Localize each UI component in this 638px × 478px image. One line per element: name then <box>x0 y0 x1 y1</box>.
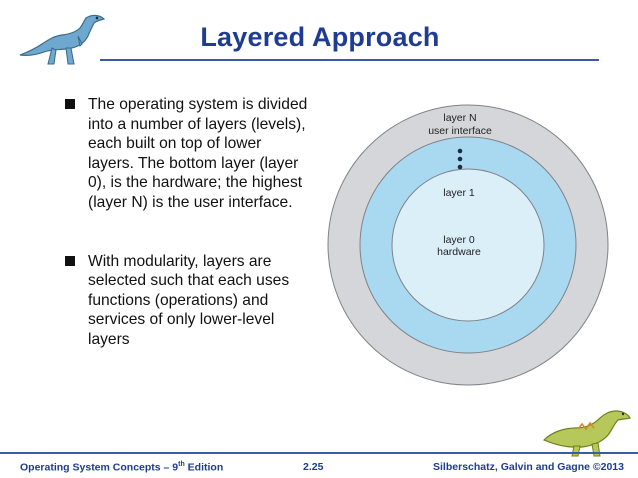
bullet-item: The operating system is divided into a n… <box>60 95 310 213</box>
bullet-text: The operating system is divided into a n… <box>88 96 308 211</box>
title-divider <box>100 59 599 61</box>
dinosaur-logo-top <box>19 14 106 65</box>
footer-book-title: Operating System Concepts – 9th Edition <box>20 461 223 474</box>
ellipsis-dots-icon <box>457 148 463 170</box>
layer-diagram: layer N user interface layer 1 layer 0 h… <box>327 104 609 386</box>
footer-copyright: Silberschatz, Galvin and Gagne ©2013 <box>433 461 624 473</box>
user-interface-label: user interface <box>428 125 492 137</box>
square-bullet-icon <box>65 99 75 109</box>
bullet-item: With modularity, layers are selected suc… <box>60 252 310 350</box>
footer-book-superscript: th <box>178 461 185 468</box>
slide-title: Layered Approach <box>200 22 440 52</box>
layer-0-label: layer 0 <box>443 234 475 246</box>
bullet-text: With modularity, layers are selected suc… <box>88 252 290 348</box>
layer-1-label: layer 1 <box>443 187 475 199</box>
hardware-label: hardware <box>437 246 481 258</box>
footer-page-number: 2.25 <box>303 461 324 473</box>
square-bullet-icon <box>65 255 75 266</box>
dinosaur-logo-bottom <box>542 410 631 457</box>
footer-book-suffix: Edition <box>184 461 224 474</box>
footer-divider <box>0 452 638 454</box>
inner-disc-layer-0 <box>391 168 545 322</box>
layer-n-label: layer N <box>443 112 476 124</box>
bullet-list: The operating system is divided into a n… <box>60 95 310 350</box>
footer-book-prefix: Operating System Concepts – 9 <box>20 461 179 474</box>
